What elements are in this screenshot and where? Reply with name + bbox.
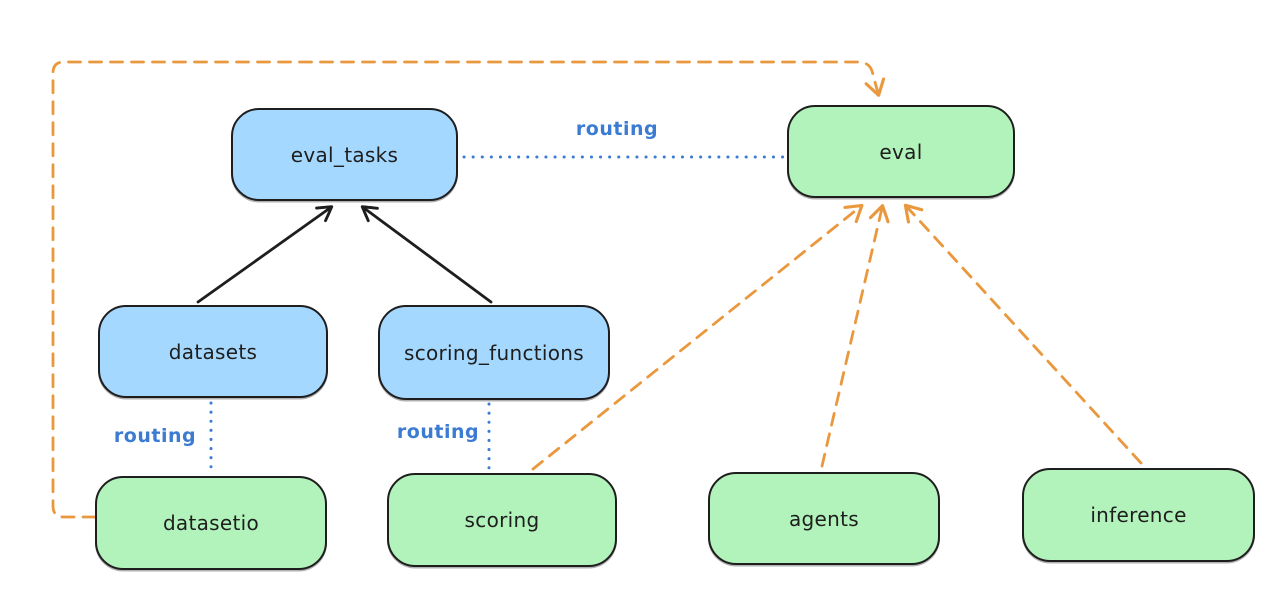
node-eval-tasks-label: eval_tasks bbox=[290, 142, 399, 167]
node-inference-label: inference bbox=[1090, 503, 1187, 527]
node-eval-label: eval bbox=[879, 139, 923, 164]
node-scoring-label: scoring bbox=[464, 508, 540, 532]
edge-inference-to-eval bbox=[903, 203, 1143, 465]
node-scoring-functions-label: scoring_functions bbox=[403, 340, 585, 365]
node-datasets-label: datasets bbox=[168, 339, 258, 364]
edge-datasets-to-eval_tasks bbox=[196, 205, 334, 304]
node-datasets: datasets bbox=[98, 305, 328, 398]
node-inference: inference bbox=[1022, 468, 1255, 562]
node-agents-label: agents bbox=[789, 506, 859, 531]
node-scoring: scoring bbox=[387, 473, 617, 567]
node-eval: eval bbox=[787, 105, 1015, 198]
edge-scoring_functions-to-eval_tasks bbox=[360, 205, 493, 304]
node-scoring-functions: scoring_functions bbox=[378, 305, 610, 400]
routing-label-eval-tasks-eval: routing bbox=[575, 118, 659, 140]
edge-datasetio-to-eval bbox=[51, 60, 886, 519]
node-datasetio-label: datasetio bbox=[162, 511, 260, 535]
routing-label-datasets-datasetio: routing bbox=[113, 425, 197, 447]
routing-label-scoring-functions-scoring: routing bbox=[396, 421, 480, 443]
edge-agents-to-eval bbox=[820, 204, 890, 468]
node-agents: agents bbox=[708, 472, 940, 565]
node-datasetio: datasetio bbox=[95, 476, 327, 570]
node-eval-tasks: eval_tasks bbox=[231, 108, 458, 201]
